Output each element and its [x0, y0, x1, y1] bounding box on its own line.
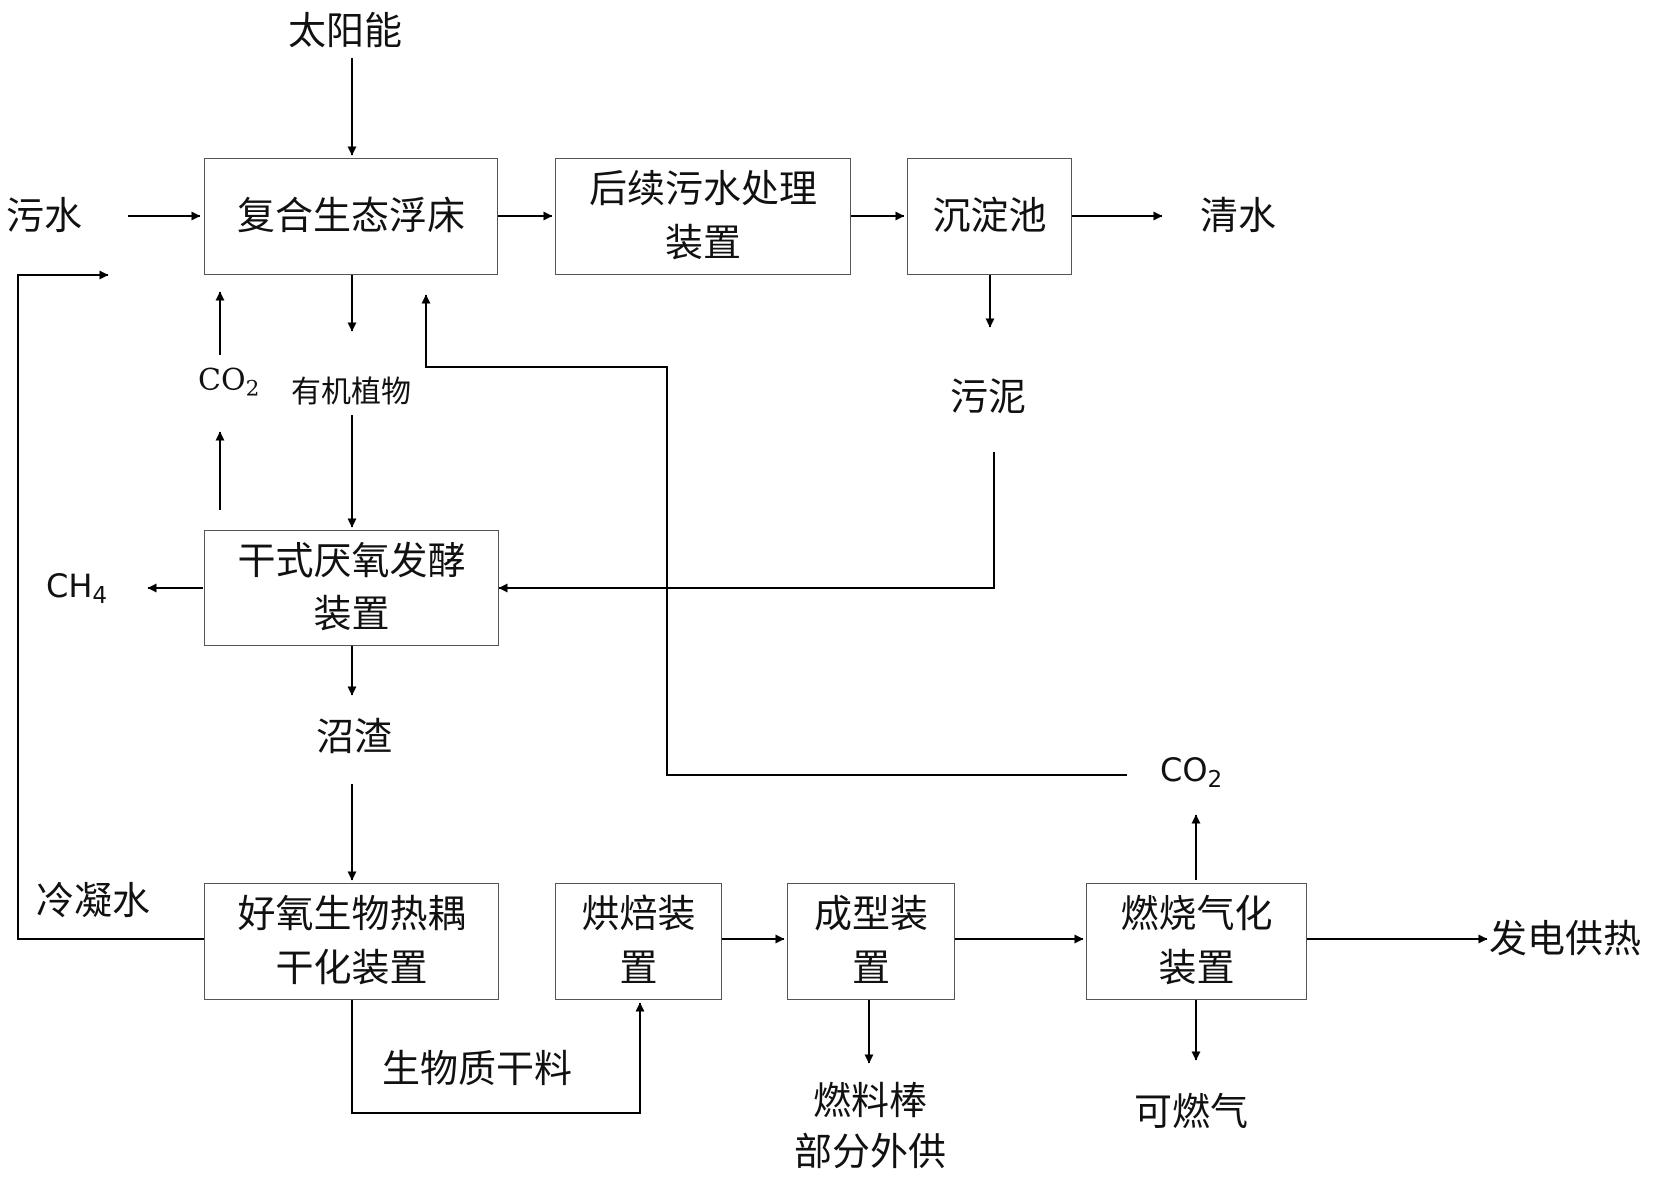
co2-left-label: CO2 [198, 366, 259, 400]
baking-label-line1: 烘焙装 [581, 892, 696, 937]
baking-label-line2: 置 [619, 945, 658, 990]
anaerobic-label-line2: 装置 [313, 592, 390, 636]
ch4-sub: 4 [92, 582, 108, 609]
arrow-aerobic-to-baking [351, 1000, 645, 1114]
aerobic-drying-label-line2: 干化装置 [275, 945, 428, 990]
biomass-dry-label: 生物质干料 [382, 1047, 573, 1091]
aerobic-drying-box: 好氧生物热耦 干化装置 [204, 883, 499, 1000]
sewage-treatment-label-line2: 装置 [664, 220, 741, 265]
forming-box: 成型装 置 [787, 883, 955, 1000]
condensate-label: 冷凝水 [36, 879, 151, 923]
floating-bed-box: 复合生态浮床 [204, 158, 498, 275]
co2-left-sub: 2 [245, 376, 260, 402]
gasification-label-line1: 燃烧气化 [1120, 892, 1273, 937]
clean-water-label: 清水 [1200, 194, 1277, 238]
organic-plants-label: 有机植物 [291, 375, 411, 410]
ch4-base: CH [46, 567, 93, 605]
forming-label-line2: 置 [851, 945, 890, 990]
solar-label: 太阳能 [288, 9, 403, 53]
fuel-rod-label-line2: 部分外供 [793, 1130, 946, 1175]
sewage-treatment-box: 后续污水处理 装置 [555, 158, 851, 275]
gasification-label-line2: 装置 [1158, 945, 1235, 990]
sedimentation-box: 沉淀池 [907, 158, 1072, 275]
arrow-co2-loop-to-bed [421, 294, 1127, 776]
fuel-rod-label-line1: 燃料棒 [812, 1079, 927, 1123]
co2-right-label: CO2 [1160, 754, 1222, 792]
co2-right-sub: 2 [1207, 766, 1223, 793]
sewage-label: 污水 [6, 194, 83, 238]
sewage-treatment-label-line1: 后续污水处理 [588, 167, 817, 212]
sedimentation-label: 沉淀池 [932, 193, 1047, 238]
floating-bed-label: 复合生态浮床 [236, 193, 465, 238]
arrow-condensate-loop [17, 270, 204, 940]
fuel-rod-label: 燃料棒 部分外供 [785, 1076, 955, 1179]
co2-left-base: CO [198, 363, 246, 398]
power-heat-label: 发电供热 [1489, 917, 1642, 961]
anaerobic-box: 干式厌氧发酵 装置 [204, 530, 499, 646]
aerobic-drying-label-line1: 好氧生物热耦 [237, 892, 466, 937]
arrow-sludge-to-anaerobic [498, 452, 995, 593]
biogas-residue-label: 沼渣 [316, 715, 393, 759]
gasification-box: 燃烧气化 装置 [1086, 883, 1307, 1000]
sludge-label: 污泥 [950, 375, 1027, 419]
anaerobic-label-line1: 干式厌氧发酵 [237, 538, 466, 583]
ch4-label: CH4 [46, 570, 107, 608]
baking-box: 烘焙装 置 [555, 883, 722, 1000]
forming-label-line1: 成型装 [813, 892, 928, 937]
combustible-gas-label: 可燃气 [1134, 1090, 1249, 1134]
co2-right-base: CO [1160, 751, 1208, 789]
